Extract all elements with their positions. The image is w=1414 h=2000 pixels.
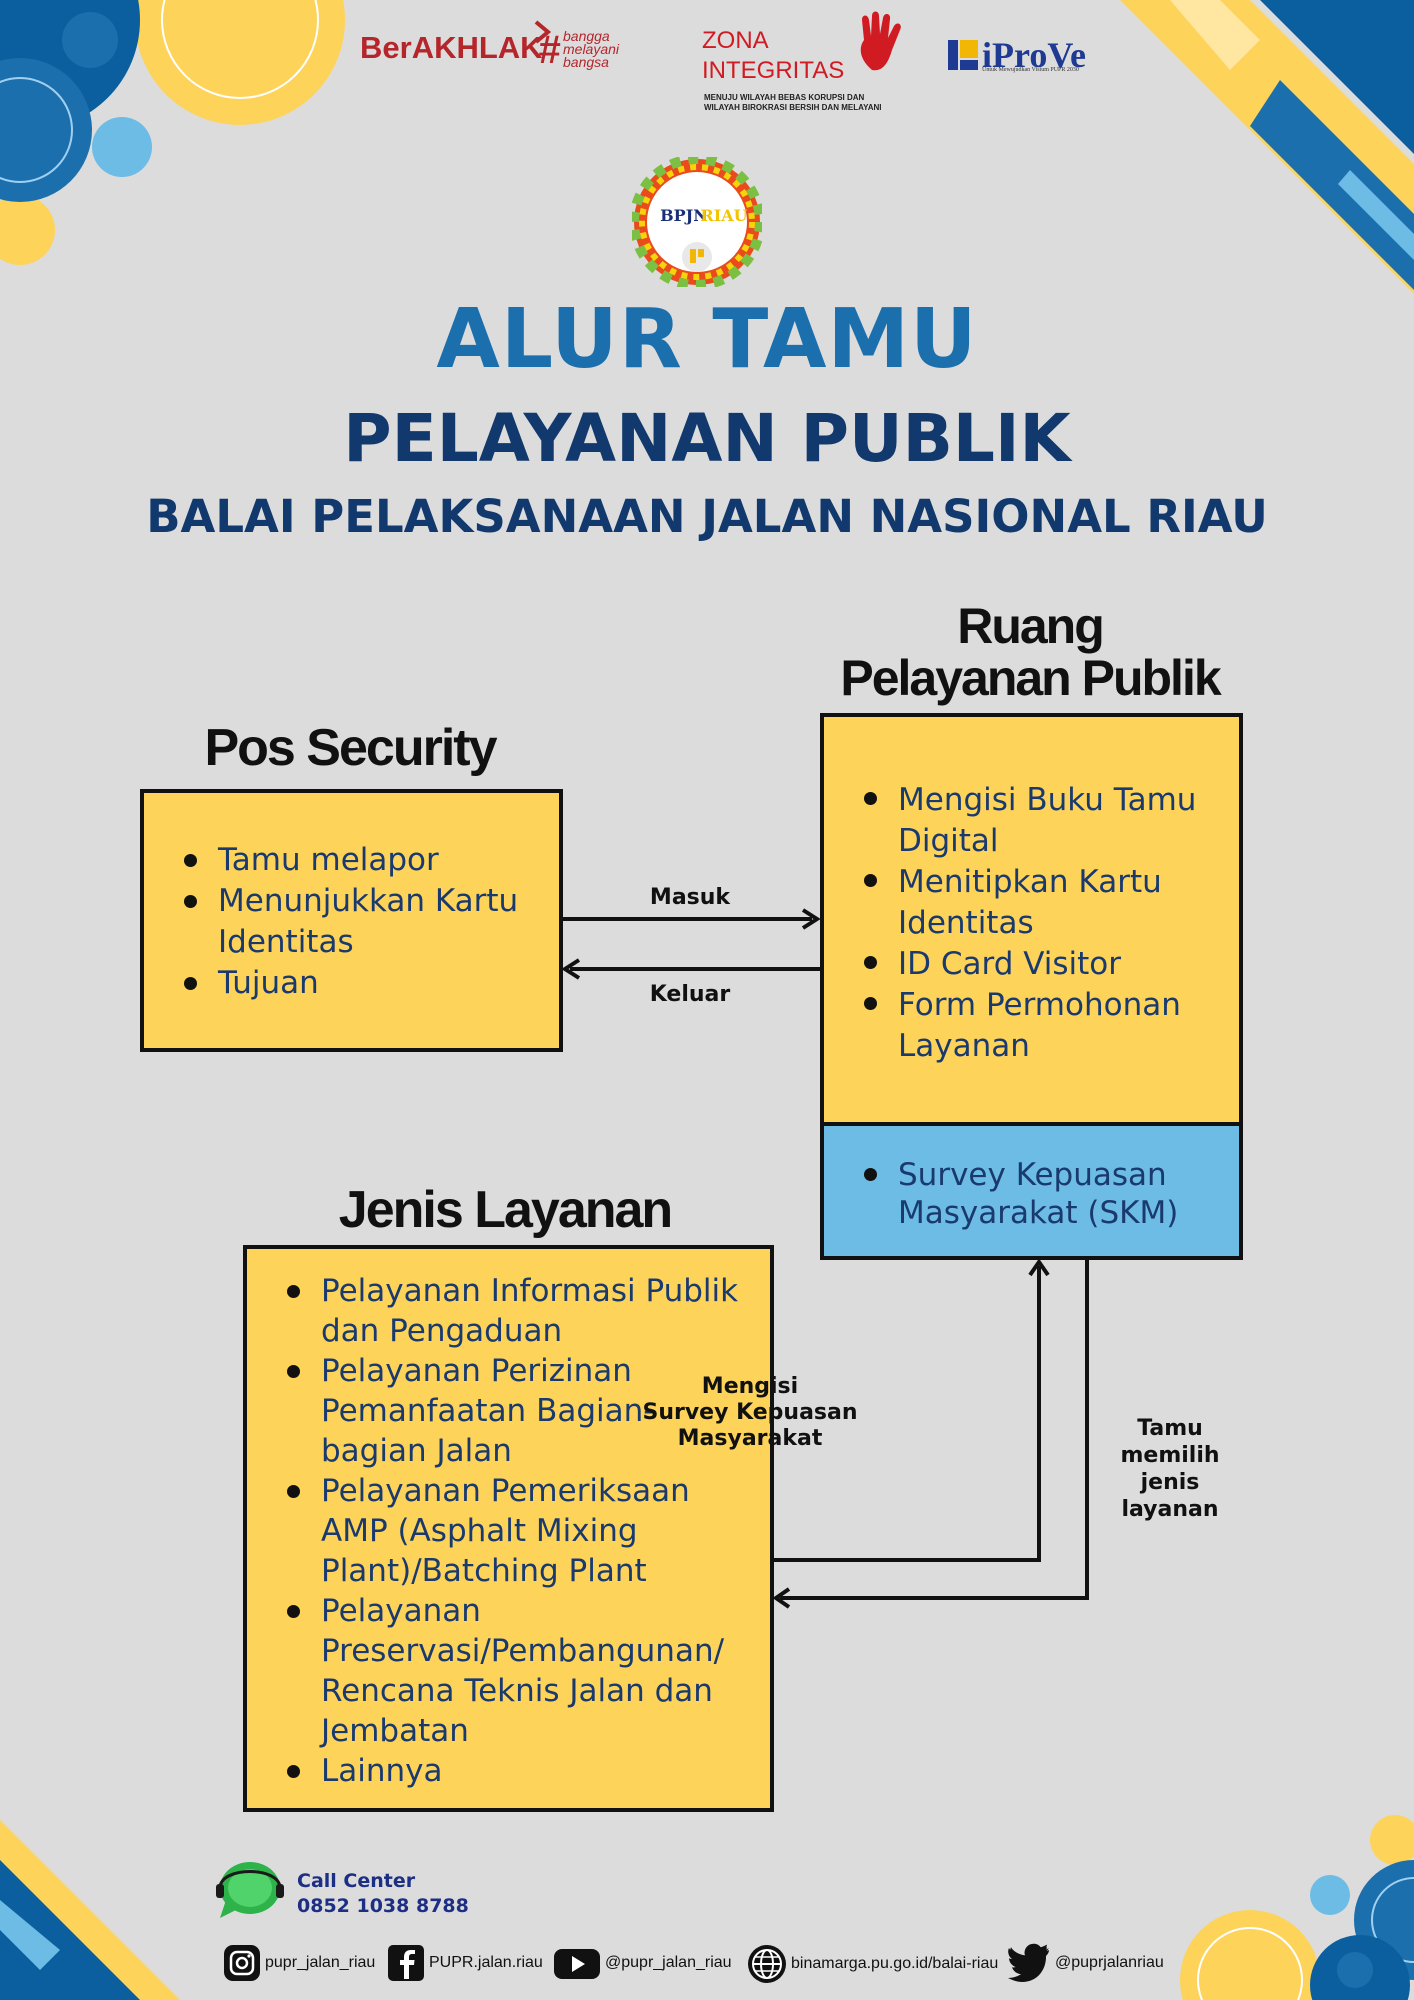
instagram-icon (224, 1945, 260, 1981)
pos-security-box: Tamu melapor Menunjukkan Kartu Identitas… (140, 789, 563, 1052)
berakhlak-logo: BerAKHLAK (360, 30, 543, 65)
list-item: Tujuan (180, 963, 548, 1004)
zona-integritas-logo: ZONA INTEGRITAS (702, 26, 844, 86)
facebook-icon (388, 1945, 424, 1981)
call-center-number: 0852 1038 8788 (297, 1895, 469, 1917)
zona-sub-line-2: WILAYAH BIROKRASI BERSIH DAN MELAYANI (704, 103, 882, 112)
bottom-right-decoration (1180, 1815, 1414, 2000)
zona-sub-line-1: MENUJU WILAYAH BEBAS KORUPSI DAN (704, 93, 865, 102)
facebook-handle: PUPR.jalan.riau (429, 1954, 543, 1971)
youtube-icon (554, 1949, 600, 1979)
page-title: ALUR TAMU (436, 292, 978, 387)
integritas-text: INTEGRITAS (702, 57, 845, 84)
emblem-text-riau: RIAU (700, 206, 747, 225)
arrow-label-masuk: Masuk (649, 885, 731, 910)
tamu-line-1: Tamu (1137, 1416, 1203, 1441)
youtube-handle: @pupr_jalan_riau (605, 1954, 732, 1971)
list-item: Tamu melapor (180, 840, 548, 881)
ruang-pelayanan-list: Mengisi Buku Tamu Digital Menitipkan Kar… (860, 780, 1220, 1067)
globe-icon (748, 1945, 786, 1983)
ruang-pelayanan-heading: Ruang Pelayanan Publik (820, 600, 1240, 704)
berakhlak-chevron-icon (534, 20, 552, 44)
footer-youtube[interactable]: @pupr_jalan_riau (552, 1943, 732, 1983)
footer-website[interactable]: binamarga.pu.go.id/balai-riau (746, 1943, 998, 1985)
arrow-label-tamu-memilih: Tamu memilih jenis layanan (1095, 1415, 1245, 1523)
call-center-label: Call Center (297, 1870, 416, 1892)
arrow-label-mengisi-survey: Mengisi Survey Kepuasan Masyarakat (640, 1374, 860, 1452)
jenis-layanan-heading: Jenis Layanan (338, 1181, 673, 1239)
call-center-icon (216, 1862, 284, 1918)
page-subtitle: PELAYANAN PUBLIK (343, 400, 1071, 477)
list-item: Menunjukkan Kartu Identitas (180, 881, 548, 963)
pos-security-heading: Pos Security (204, 719, 497, 777)
zona-text: ZONA (702, 27, 769, 54)
list-item: Pelayanan Pemeriksaan AMP (Asphalt Mixin… (283, 1471, 753, 1591)
iprove-subtitle: Untuk Mewujudkan Visium PUPR 2030 (982, 67, 1079, 73)
pos-security-list: Tamu melapor Menunjukkan Kartu Identitas… (180, 840, 548, 1004)
list-item: Form Permohonan Layanan (860, 985, 1220, 1067)
tamu-line-4: layanan (1121, 1497, 1219, 1522)
bangga-melayani-logo: bangga melayani bangsa (563, 28, 620, 70)
mengisi-line-2: Survey Kepuasan (642, 1400, 858, 1425)
list-item: ID Card Visitor (860, 944, 1220, 985)
bangga-hash-logo: # (538, 28, 561, 72)
tamu-line-2: memilih (1120, 1443, 1220, 1468)
bpjn-riau-emblem: BPJN RIAU (632, 157, 762, 287)
twitter-icon (1008, 1943, 1049, 1982)
jenis-layanan-list: Pelayanan Informasi Publik dan Pengaduan… (283, 1271, 753, 1791)
zona-integritas-subtitle: MENUJU WILAYAH BEBAS KORUPSI DAN WILAYAH… (704, 93, 882, 113)
list-item: Mengisi Buku Tamu Digital (860, 780, 1220, 862)
emblem-text-bpjn: BPJN (660, 206, 708, 225)
anti-corruption-hand-icon (860, 11, 901, 71)
ruang-pelayanan-box: Mengisi Buku Tamu Digital Menitipkan Kar… (820, 713, 1243, 1126)
footer-instagram[interactable]: pupr_jalan_riau (222, 1943, 375, 1983)
top-left-decoration (0, 0, 345, 265)
jenis-layanan-box: Pelayanan Informasi Publik dan Pengaduan… (243, 1245, 774, 1812)
instagram-handle: pupr_jalan_riau (265, 1954, 376, 1971)
ruang-heading-line-1: Ruang (957, 598, 1105, 654)
iprove-mark-icon (948, 40, 978, 70)
list-item: Survey Kepuasan Masyarakat (SKM) (860, 1156, 1230, 1232)
skm-list: Survey Kepuasan Masyarakat (SKM) (860, 1156, 1230, 1232)
ruang-heading-line-2: Pelayanan Publik (840, 650, 1221, 706)
website-url: binamarga.pu.go.id/balai-riau (791, 1955, 999, 1972)
organization-name: BALAI PELAKSANAAN JALAN NASIONAL RIAU (146, 490, 1268, 543)
mengisi-line-1: Mengisi (701, 1374, 799, 1399)
list-item: Lainnya (283, 1751, 753, 1791)
skm-box: Survey Kepuasan Masyarakat (SKM) (820, 1122, 1243, 1260)
list-item: Pelayanan Preservasi/Pembangunan/ Rencan… (283, 1591, 753, 1751)
list-item: Menitipkan Kartu Identitas (860, 862, 1220, 944)
flow-connectors (561, 908, 1089, 1609)
top-right-decoration (1120, 0, 1414, 294)
iprove-logo: iProVe (982, 35, 1086, 75)
footer-twitter[interactable]: @puprjalanriau (1008, 1943, 1164, 1983)
twitter-handle: @puprjalanriau (1055, 1954, 1164, 1971)
list-item: Pelayanan Perizinan Pemanfaatan Bagian-b… (283, 1351, 753, 1471)
footer-facebook[interactable]: PUPR.jalan.riau (386, 1943, 543, 1983)
mengisi-line-3: Masyarakat (677, 1426, 823, 1451)
arrow-label-keluar: Keluar (649, 982, 731, 1007)
tamu-line-3: jenis (1140, 1470, 1200, 1495)
bottom-left-decoration (0, 1820, 180, 2000)
list-item: Pelayanan Informasi Publik dan Pengaduan (283, 1271, 753, 1351)
